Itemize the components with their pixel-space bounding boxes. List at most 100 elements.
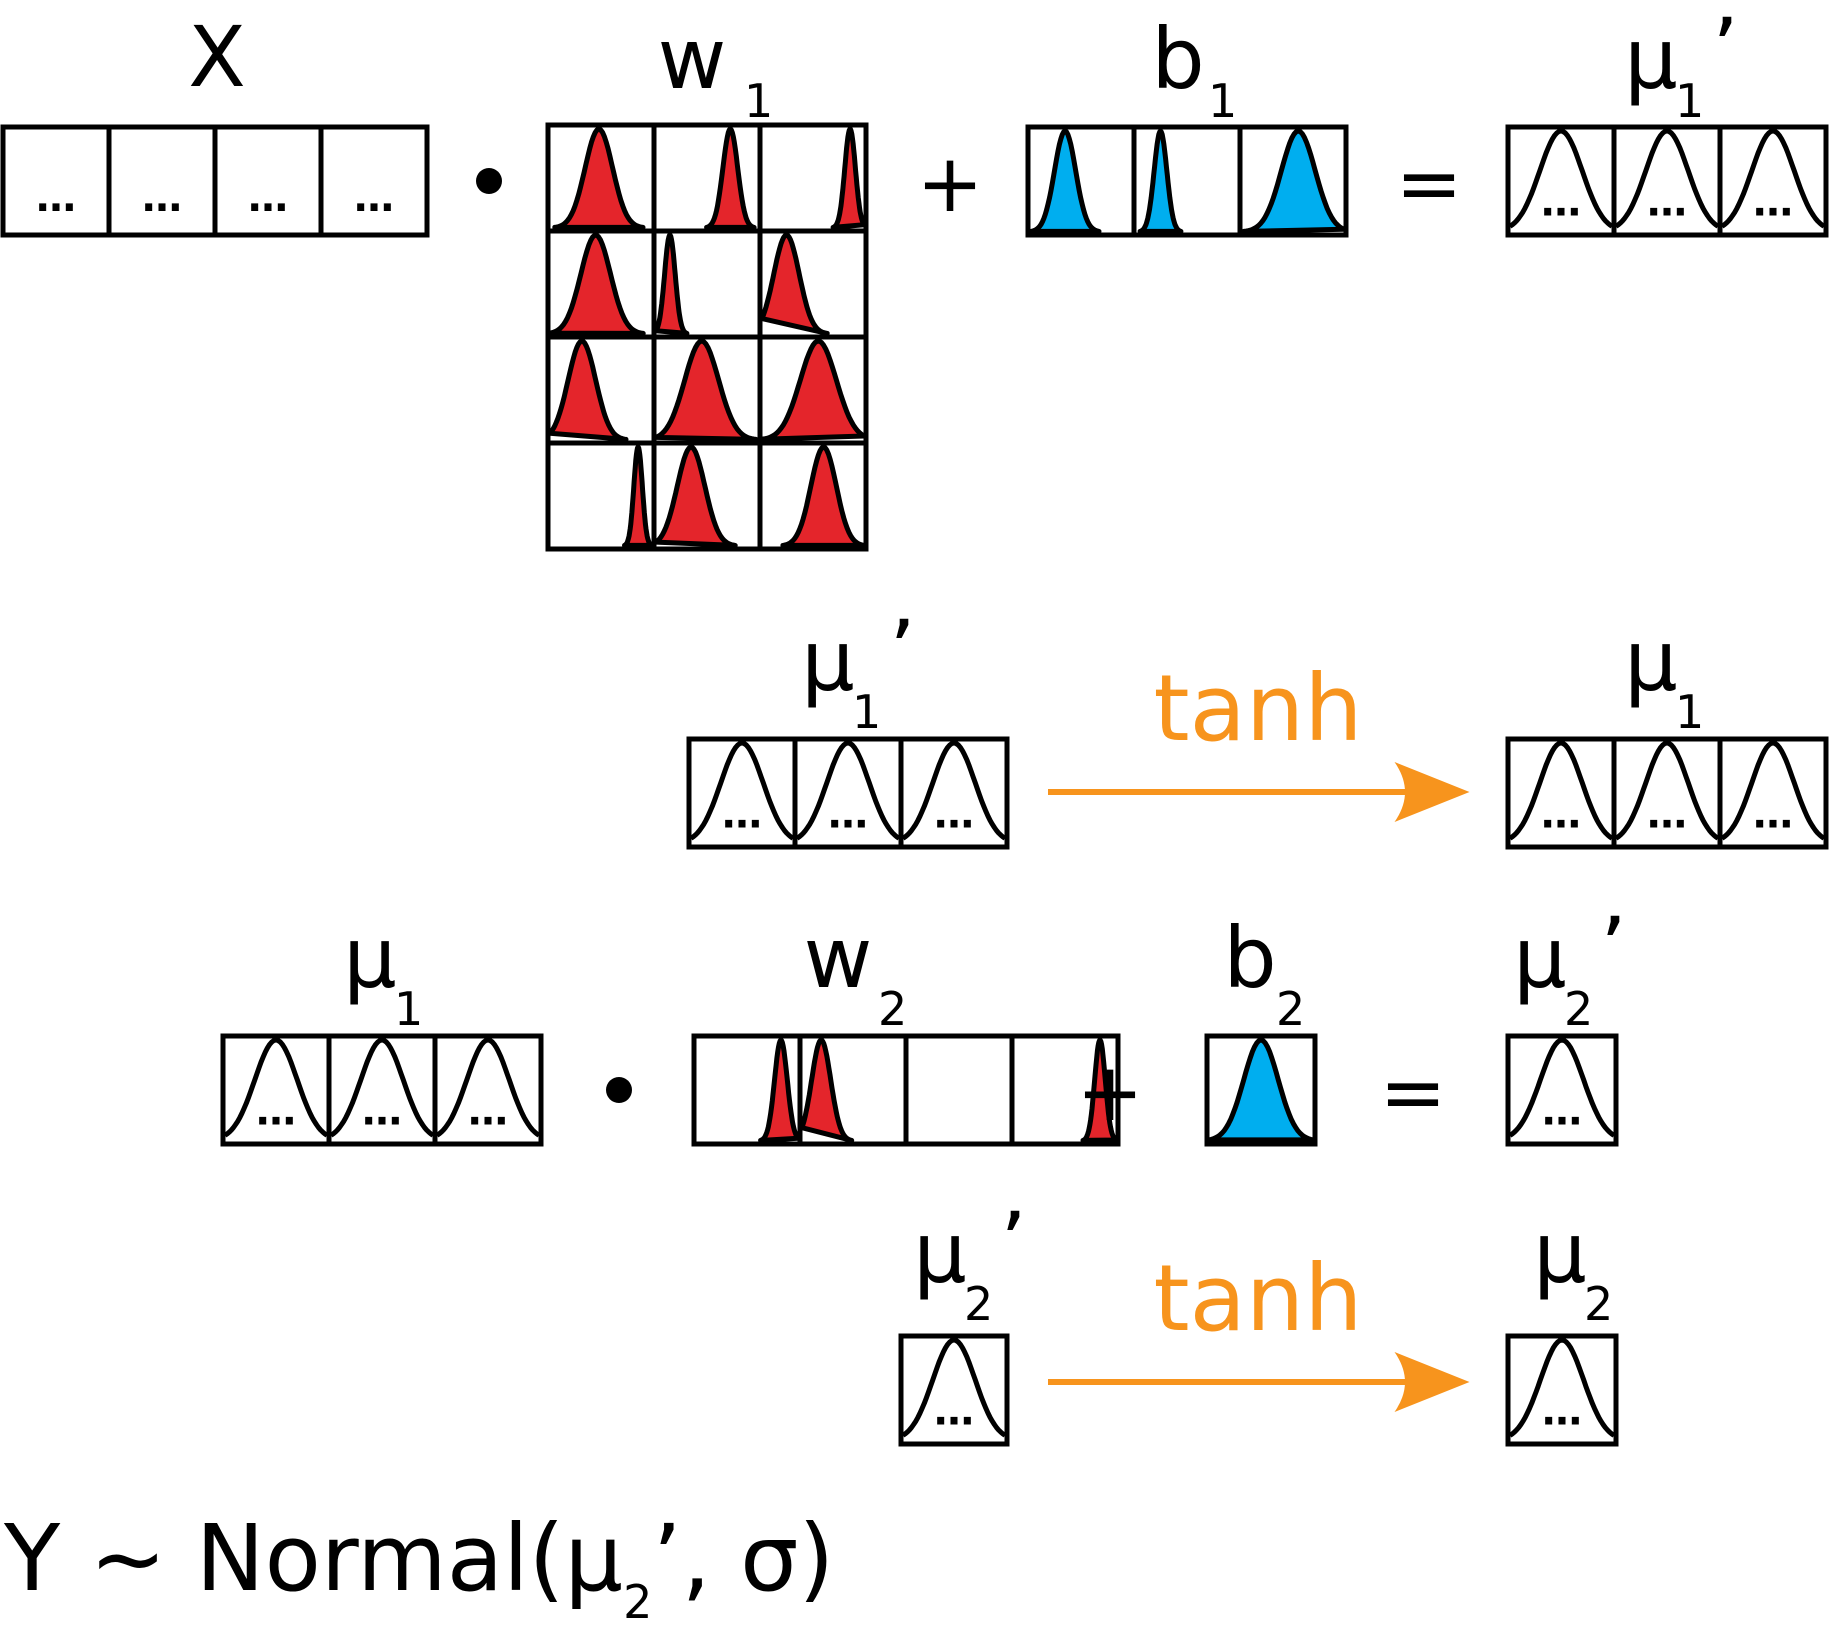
vector-cell [318,124,430,238]
equals-operator: = [1395,137,1462,230]
vector-cell [792,736,904,850]
mu2-prime-label: μ [1513,909,1566,1007]
mu1-prime-label-subscript: 1 [1675,74,1704,128]
vector-cell [903,1033,1015,1147]
mu2-prime-input-label: μ [913,1204,966,1302]
ellipsis-text: … [1753,792,1793,838]
vector-cell [1611,124,1723,238]
mu1-output-vector: … … … [1505,736,1829,850]
distribution-curve [1508,1337,1616,1438]
mu1-prime-output-vector: … … … [1505,124,1829,238]
vector-cell [1505,1033,1619,1147]
vector-cell [326,1033,438,1147]
vector-cell [212,124,324,238]
distribution-curve [1508,740,1614,841]
ellipsis-text: … [36,175,76,221]
vector-cell [1611,736,1723,850]
vector-cell [898,1333,1010,1447]
w1-label-subscript: 1 [744,74,773,128]
mu1-output-label: μ [1624,612,1677,710]
distribution-curve-filled [653,232,690,336]
b1-label-subscript: 1 [1208,74,1237,128]
distribution-curve-filled [759,338,867,442]
mu2-prime-input-vector: … [898,1333,1010,1447]
distribution-curve [435,1037,541,1138]
mu1-prime-label-prime: ’ [1712,0,1739,98]
mu2-prime-label-prime: ’ [1600,899,1627,997]
distribution-curve-filled [1206,1037,1316,1143]
ellipsis-text: … [256,1089,296,1135]
vector-cell [898,736,1010,850]
distribution-curve-filled [622,444,655,548]
distribution-curve-filled [1241,128,1347,234]
equation-row-2: μ 1 ……… w 2 + b 2 = μ 2 ’ … [220,899,1627,1147]
activation-row-2: μ 2 ’ … tanh μ 2 … [898,1194,1619,1447]
vector-cell [1717,736,1829,850]
formula-text: Y ~ Normal(μ2’, σ) [3,1505,834,1629]
tanh-activation-label-1: tanh [1153,655,1362,762]
w2-weight-vector [691,1033,1121,1147]
ellipsis-text: … [828,792,868,838]
distribution-curve [901,740,1007,841]
ellipsis-text: … [722,792,762,838]
equals-operator-2: = [1379,1046,1446,1139]
distribution-curve-filled [653,338,759,442]
vector-cell [432,1033,544,1147]
w2-label: w [804,909,873,1007]
ellipsis-text: … [1753,180,1793,226]
ellipsis-text: … [1647,180,1687,226]
ellipsis-text: … [468,1089,508,1135]
ellipsis-text: … [934,1389,974,1435]
distribution-curve-filled [1028,128,1102,234]
b2-bias-vector [1204,1033,1318,1147]
mu1-input-vector: … … … [220,1033,544,1147]
ellipsis-text: … [248,175,288,221]
distribution-curve [901,1337,1007,1438]
mu1-output-label-subscript: 1 [1675,685,1704,739]
likelihood-formula: Y ~ Normal(μ2’, σ) [3,1505,834,1629]
mu2-output-label-subscript: 2 [1584,1277,1613,1331]
vector-cell [1505,1333,1619,1447]
distribution-curve [1614,128,1720,229]
ellipsis-text: … [1541,792,1581,838]
distribution-curve [1720,740,1826,841]
mu2-prime-input-label-subscript: 2 [964,1277,993,1331]
distribution-curve [1508,1037,1616,1138]
ellipsis-text: … [1542,1089,1582,1135]
distribution-curve-filled [1080,1037,1119,1143]
ellipsis-text: … [142,175,182,221]
vector-cell [220,1033,332,1147]
vector-cell [0,124,112,238]
w1-weight-matrix [545,122,869,552]
distribution-curve-filled [780,444,867,548]
mu1-prime-input-vector: … … … [686,736,1010,850]
dot-product-operator-2 [606,1077,632,1103]
mu1-prime-input-label: μ [801,612,854,710]
ellipsis-text: … [1541,180,1581,226]
b2-label-subscript: 2 [1276,982,1305,1036]
distribution-curve-filled [552,126,646,230]
distribution-curve [1614,740,1720,841]
ellipsis-text: … [362,1089,402,1135]
b2-label: b [1223,909,1276,1007]
tanh-activation-label-2: tanh [1153,1245,1362,1352]
vector-cell [1717,124,1829,238]
distribution-curve-filled [830,126,867,230]
activation-row-1: μ 1 ’ ……… tanh μ 1 ……… [686,602,1829,850]
distribution-curve [223,1037,329,1138]
distribution-curve-filled [759,232,830,336]
distribution-curve [795,740,901,841]
distribution-curve-filled [758,1037,801,1143]
distribution-curve [329,1037,435,1138]
mu2-prime-label-subscript: 2 [1564,982,1593,1036]
distribution-curve [1720,128,1826,229]
equation-row-1: X ………… w 1 + b 1 = μ 1 ’ ……… [0,0,1829,552]
w2-label-subscript: 2 [878,982,907,1036]
distribution-curve-filled [653,444,738,548]
x-input-vector: ………… [0,124,430,238]
mu1-input-label: μ [343,909,396,1007]
ellipsis-text: … [1647,792,1687,838]
distribution-curve-filled [1137,128,1184,234]
ellipsis-text: … [934,792,974,838]
